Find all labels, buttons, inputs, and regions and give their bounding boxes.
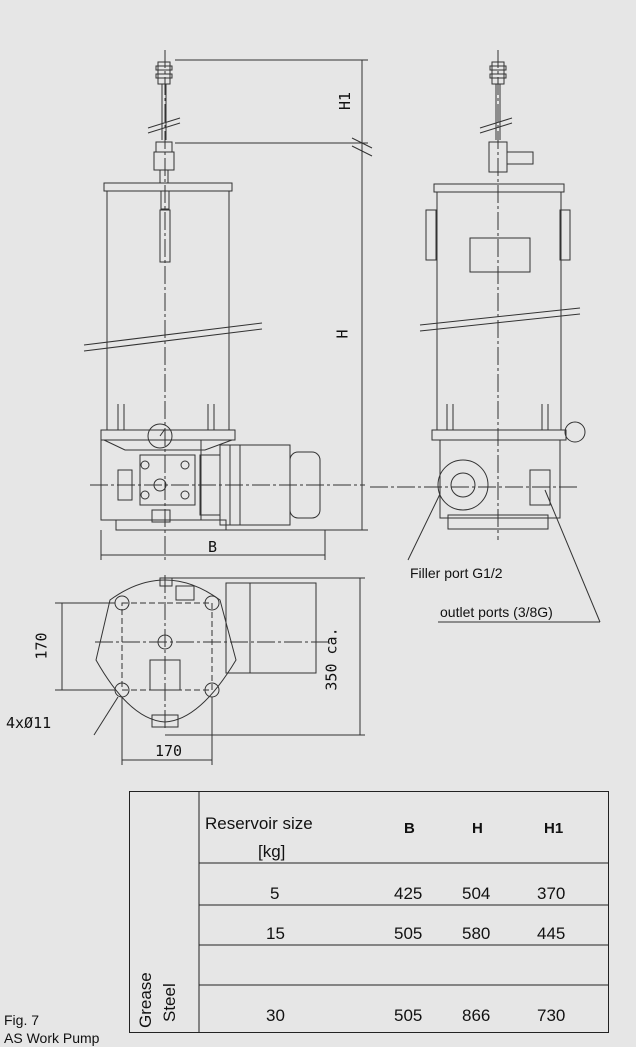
row-size: 15 (266, 924, 285, 943)
top-view (55, 575, 365, 765)
vertical-170-label: 170 (32, 632, 51, 660)
row-size: 30 (266, 1006, 285, 1025)
header-reservoir-size: Reservoir size (205, 814, 313, 833)
pump-technical-drawing (55, 50, 601, 765)
figure-number: Fig. 7 (4, 1012, 40, 1028)
holes-label: 4xØ11 (6, 714, 52, 732)
row-h1: 370 (537, 884, 566, 903)
h1-dimension-label: H1 (336, 91, 355, 111)
table-grid (198, 791, 609, 1033)
header-h1: H1 (544, 820, 564, 837)
row-size: 5 (270, 884, 280, 903)
spec-table: Reservoir size [kg] B H H1 Grease Steel … (129, 791, 609, 1033)
row-h1: 730 (537, 1006, 566, 1025)
row-h: 504 (462, 884, 491, 903)
header-h: H (472, 820, 483, 837)
350-ca-label: 350 ca. (322, 627, 341, 691)
row-b: 505 (394, 924, 423, 943)
b-dimension-label: B (208, 538, 218, 556)
filler-port-label: Filler port G1/2 (410, 565, 503, 581)
row-h1: 445 (537, 924, 566, 943)
row-h: 866 (462, 1006, 491, 1025)
height-dimensions (100, 59, 373, 560)
figure-title: AS Work Pump (4, 1030, 100, 1046)
front-view (83, 50, 365, 560)
header-unit: [kg] (258, 842, 286, 861)
h-dimension-label: H (333, 329, 352, 339)
row-b: 505 (394, 1006, 423, 1025)
row-h: 580 (462, 924, 491, 943)
row-b: 425 (394, 884, 423, 903)
horizontal-170-label: 170 (155, 742, 183, 760)
header-b: B (404, 820, 415, 837)
material-steel: Steel (160, 983, 179, 1022)
side-view (370, 50, 601, 623)
outlet-ports-label: outlet ports (3/8G) (440, 604, 553, 620)
material-grease: Grease (136, 972, 155, 1028)
